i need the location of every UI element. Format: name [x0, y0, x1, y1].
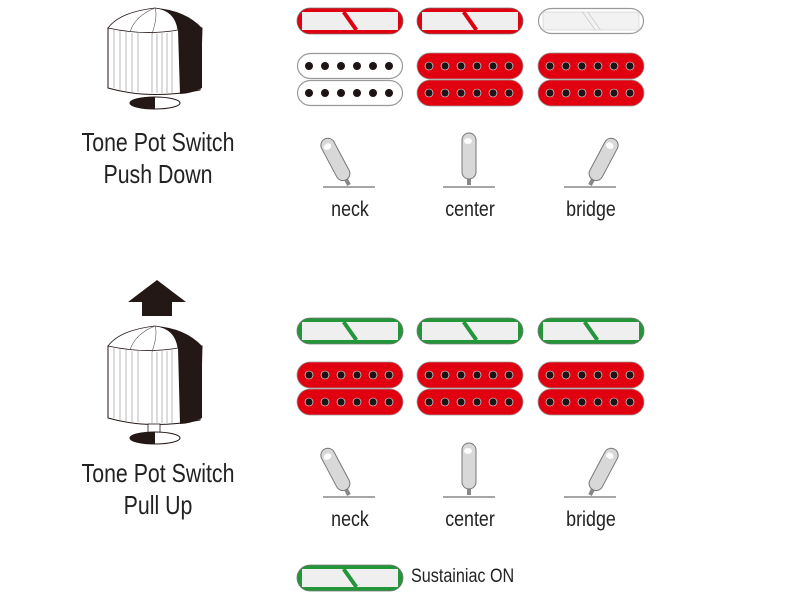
pull-up-neck-humbucker-pickup	[296, 361, 404, 416]
pull-up-bridge-single-pickup	[537, 317, 645, 345]
pull-up-neck-single-pickup	[296, 317, 404, 345]
pull-up-neck-label: neck	[331, 508, 369, 531]
pull-up-bridge-switch-lever-icon	[564, 447, 619, 498]
push-down-caption-line2: Push Down	[103, 159, 213, 189]
push-down-neck-humbucker-pickup	[296, 52, 404, 107]
sustainiac-legend-swatch	[296, 564, 404, 592]
pull-up-center-single-pickup	[416, 317, 524, 345]
push-down-neck-label: neck	[331, 198, 369, 221]
push-down-center-humbucker-pickup	[416, 52, 524, 107]
push-down-neck-switch-lever-icon	[320, 137, 375, 188]
push-down-neck-single-pickup	[296, 7, 404, 35]
pull-up-neck-switch-lever-icon	[320, 447, 375, 498]
push-down-caption-line1: Tone Pot Switch	[81, 127, 235, 157]
tone-knob-pull-up	[100, 278, 210, 448]
knob-icon	[107, 7, 203, 110]
pull-up-center-label: center	[445, 508, 495, 531]
push-down-bridge-humbucker-pickup	[537, 52, 645, 107]
push-down-center-switch-lever-icon	[443, 132, 495, 188]
pull-up-center-humbucker-pickup	[416, 361, 524, 416]
pull-up-bridge-humbucker-pickup	[537, 361, 645, 416]
push-down-bridge-label: bridge	[566, 198, 616, 221]
pull-up-caption-line2: Pull Up	[123, 490, 193, 520]
push-down-bridge-switch-lever-icon	[564, 137, 619, 188]
knob-icon	[107, 325, 203, 445]
push-down-bridge-single-pickup	[537, 7, 645, 35]
pull-up-bridge-label: bridge	[566, 508, 616, 531]
push-down-center-label: center	[445, 198, 495, 221]
pull-up-center-switch-lever-icon	[443, 442, 495, 498]
up-arrow-icon	[128, 280, 186, 316]
tone-knob-push-down	[100, 0, 210, 112]
legend-label: Sustainiac ON	[411, 566, 515, 587]
legend	[296, 564, 404, 596]
push-down-center-single-pickup	[416, 7, 524, 35]
pull-up-caption-line1: Tone Pot Switch	[81, 458, 235, 488]
